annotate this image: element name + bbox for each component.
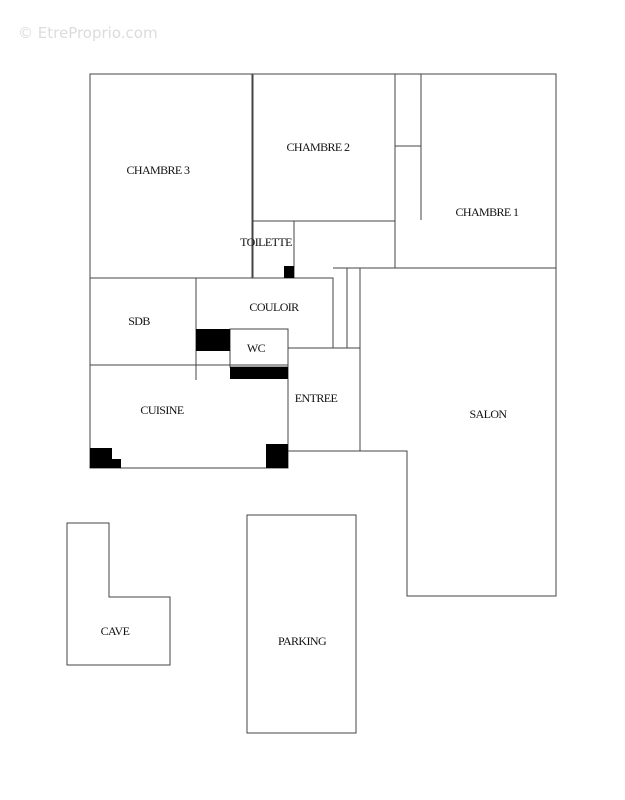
- fixture-block: [90, 448, 112, 468]
- label-parking: PARKING: [278, 634, 327, 648]
- room-cuisine: [89, 364, 289, 469]
- label-salon: SALON: [469, 407, 507, 421]
- fixture-block: [284, 266, 294, 278]
- label-wc: WC: [247, 341, 266, 355]
- fixture-block: [230, 367, 288, 379]
- label-cuisine: CUISINE: [140, 403, 183, 417]
- fixture-block: [266, 444, 288, 468]
- label-cave: CAVE: [101, 624, 130, 638]
- room-entree: [287, 347, 361, 452]
- label-entree: ENTREE: [295, 391, 338, 405]
- fixture-block: [112, 459, 121, 468]
- room-chambre-1: [394, 73, 557, 269]
- label-couloir: COULOIR: [249, 300, 299, 314]
- watermark: © EtreProprio.com: [18, 24, 158, 42]
- label-chambre-2: CHAMBRE 2: [287, 140, 351, 154]
- fixture-block: [196, 329, 230, 351]
- label-toilette: TOILETTE: [240, 235, 292, 249]
- label-chambre-1: CHAMBRE 1: [456, 205, 520, 219]
- room-toilette: [252, 220, 295, 279]
- room-parking: [246, 514, 357, 734]
- room-cave: [66, 522, 171, 666]
- label-chambre-3: CHAMBRE 3: [127, 163, 191, 177]
- label-sdb: SDB: [128, 314, 150, 328]
